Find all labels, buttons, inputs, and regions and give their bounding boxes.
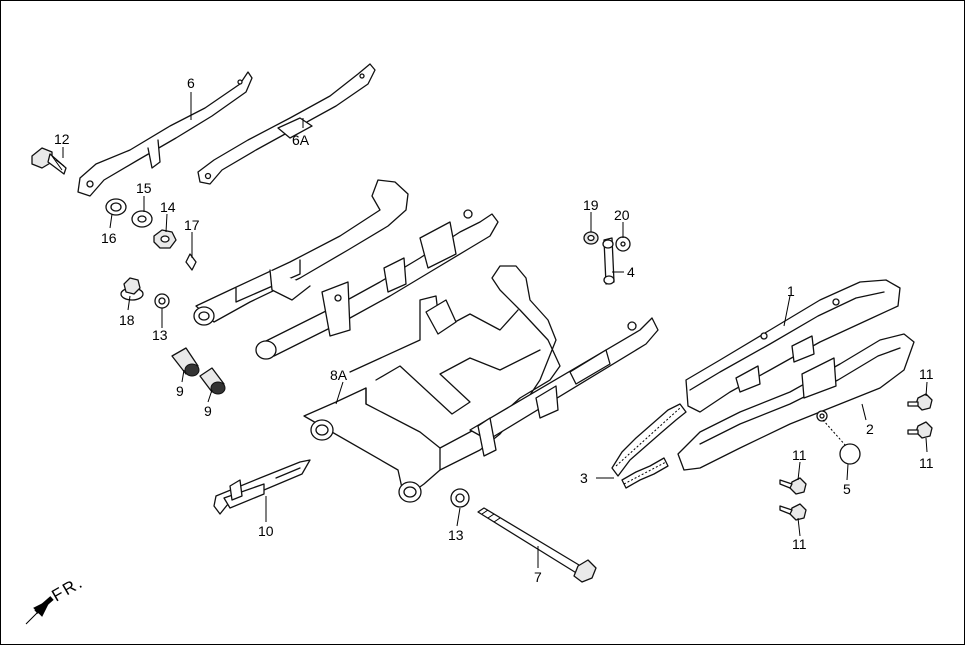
part-4-link-plate[interactable] (602, 237, 615, 285)
label-17: 17 (184, 217, 200, 233)
part-14-nut[interactable] (153, 229, 177, 249)
part-6-bar[interactable] (77, 71, 253, 197)
part-labels: 1 2 3 4 5 6 6A 7 8A 9 9 10 11 11 11 11 1… (54, 75, 934, 585)
part-9-bushing-b[interactable] (199, 367, 226, 395)
part-13-washer-a[interactable] (154, 293, 170, 309)
label-16: 16 (101, 230, 117, 246)
label-4: 4 (627, 264, 635, 280)
part-7-pivot-bolt[interactable] (477, 507, 597, 583)
label-14: 14 (160, 199, 176, 215)
arrow-down-left-icon (25, 596, 54, 625)
label-13-b: 13 (448, 527, 464, 543)
part-9-bushing-a[interactable] (171, 347, 200, 377)
label-5: 5 (843, 481, 851, 497)
label-12: 12 (54, 131, 70, 147)
part-18-flange-nut[interactable] (120, 277, 144, 301)
label-20: 20 (614, 207, 630, 223)
label-8a: 8A (330, 367, 348, 383)
part-19-collar[interactable] (583, 231, 599, 245)
part-1-chain-guard-upper[interactable] (685, 279, 901, 413)
part-12-bolt[interactable] (31, 147, 67, 175)
label-1: 1 (787, 283, 795, 299)
front-label: FR. (49, 572, 87, 605)
part-5-cap[interactable] (839, 443, 861, 465)
label-15: 15 (136, 180, 152, 196)
label-11-d: 11 (792, 536, 807, 552)
label-19: 19 (583, 197, 599, 213)
leader-lines (62, 92, 928, 568)
label-13-a: 13 (152, 327, 168, 343)
part-17-cotter-pin[interactable] (185, 253, 197, 271)
label-7: 7 (534, 569, 542, 585)
part-13-washer-b[interactable] (450, 488, 470, 508)
label-9-a: 9 (176, 383, 184, 399)
part-16-bushing[interactable] (105, 198, 127, 216)
label-9-b: 9 (204, 403, 212, 419)
part-20-washer[interactable] (615, 236, 631, 252)
label-18: 18 (119, 312, 135, 328)
label-6: 6 (187, 75, 195, 91)
label-3: 3 (580, 470, 588, 486)
label-10: 10 (258, 523, 274, 539)
label-11-a: 11 (919, 366, 934, 382)
part-11-bolt-d[interactable] (779, 503, 807, 521)
part-6a-bar[interactable] (197, 63, 376, 185)
part-11-bolt-b[interactable] (907, 421, 933, 439)
part-11-bolt-a[interactable] (907, 393, 933, 411)
part-11-bolt-c[interactable] (779, 477, 807, 495)
part-10-chain-slider[interactable] (213, 459, 311, 515)
label-6a: 6A (292, 132, 310, 148)
label-2: 2 (866, 421, 874, 437)
label-11-b: 11 (919, 455, 934, 471)
label-11-c: 11 (792, 447, 807, 463)
part-2-chain-guard-lower[interactable] (677, 333, 915, 471)
part-3-drive-chain[interactable] (611, 403, 687, 489)
part-8a-swingarm[interactable] (303, 265, 659, 503)
part-15-washer[interactable] (131, 210, 153, 228)
front-direction-indicator: FR. (25, 572, 87, 625)
swingarm-upper[interactable] (193, 179, 499, 360)
